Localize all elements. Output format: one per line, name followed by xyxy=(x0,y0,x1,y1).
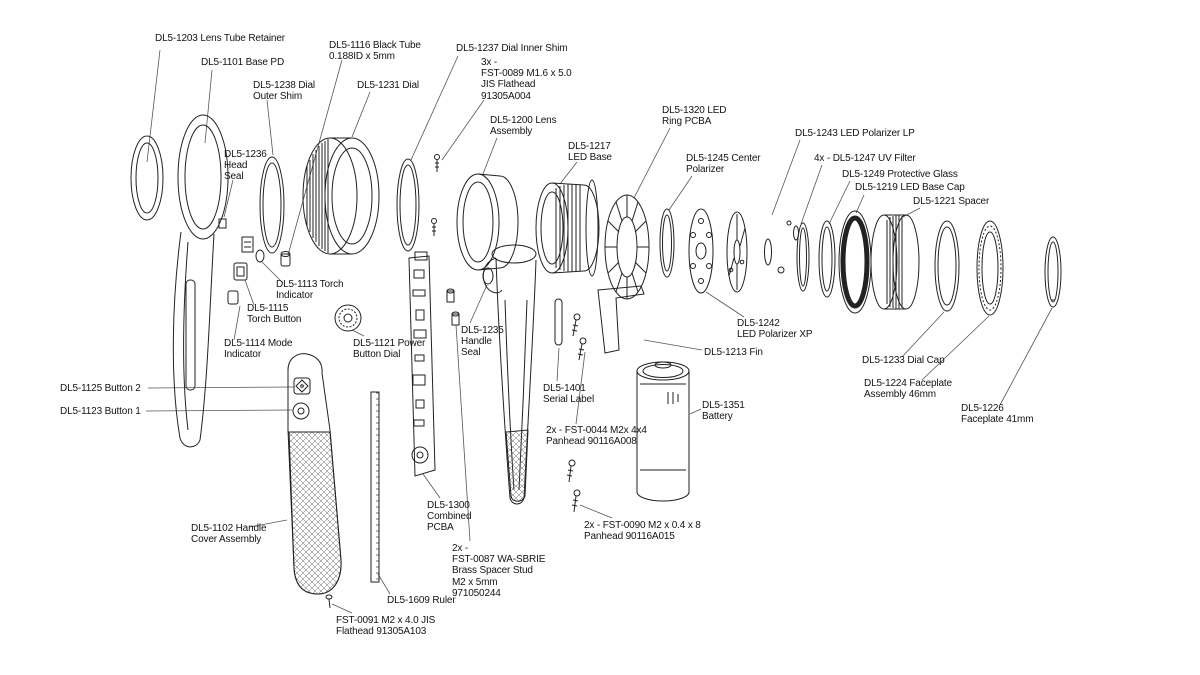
part-flathead-screw-fst0091 xyxy=(325,594,333,609)
part-battery xyxy=(636,361,690,502)
part-combined-pcba xyxy=(408,251,436,477)
part-led-base-cap xyxy=(838,210,872,314)
part-brass-spacer-studs xyxy=(446,288,460,326)
part-handle-core xyxy=(482,244,537,505)
part-handle-seal xyxy=(482,267,494,285)
part-lens-assembly xyxy=(456,173,519,271)
part-dial xyxy=(302,137,380,255)
part-panhead-screws-fst0090 xyxy=(566,459,581,513)
part-fin xyxy=(597,285,645,354)
part-power-button-dial xyxy=(334,304,362,332)
part-handle-cover xyxy=(287,353,342,595)
part-spoked-disc xyxy=(726,211,748,293)
part-dial-outer-shim xyxy=(259,156,285,254)
part-black-tube xyxy=(280,251,291,267)
part-ruler xyxy=(370,391,380,583)
part-led-polarizer-lp xyxy=(764,220,799,274)
part-spacer xyxy=(870,214,920,310)
part-head-seal xyxy=(218,218,227,229)
part-panhead-screws-fst0044 xyxy=(571,313,587,361)
part-protective-glass xyxy=(818,220,836,298)
part-base-pd xyxy=(172,114,229,448)
part-torch-button xyxy=(233,262,248,281)
part-dial-cap xyxy=(934,220,960,312)
part-faceplate-46 xyxy=(976,220,1004,316)
part-led-polarizer-xp xyxy=(688,208,714,294)
part-flathead-screws-fst0089 xyxy=(431,154,440,236)
part-uv-filter xyxy=(796,222,810,292)
part-faceplate-41 xyxy=(1044,236,1062,308)
part-torch-indicator xyxy=(241,236,265,263)
part-lens-tube-retainer xyxy=(130,135,164,221)
part-led-ring-pcba xyxy=(604,194,650,300)
leader-lines xyxy=(145,49,1053,614)
part-serial-label xyxy=(554,298,563,346)
part-mode-indicator xyxy=(227,290,239,305)
part-led-base xyxy=(535,179,600,277)
part-dial-inner-shim xyxy=(396,158,420,252)
part-center-polarizer xyxy=(659,208,675,278)
